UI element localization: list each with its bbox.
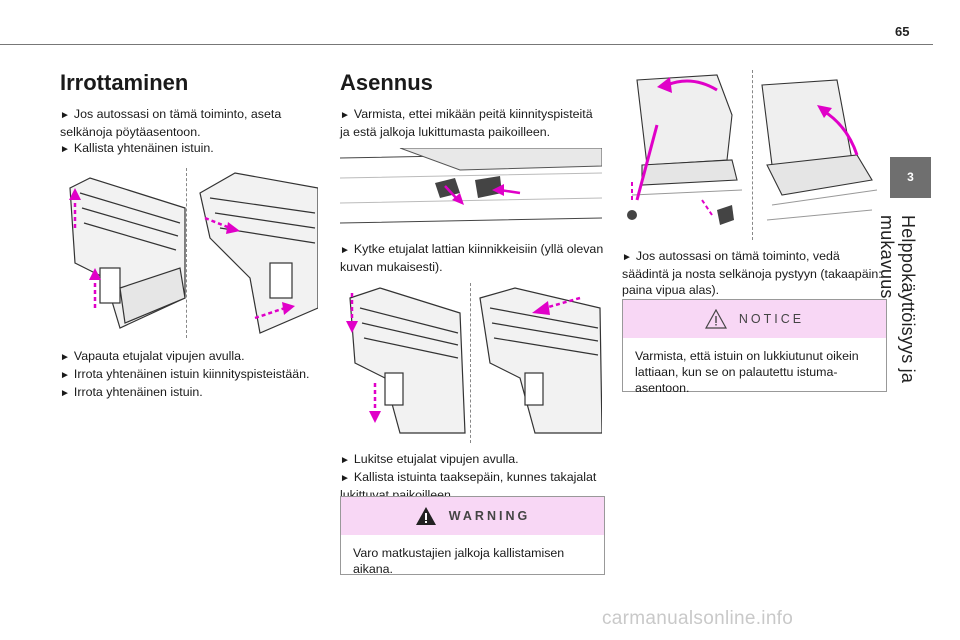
notice-header: NOTICE [623, 300, 886, 338]
step: ►Kallista yhtenäinen istuin. [60, 141, 214, 155]
step: ►Lukitse etujalat vipujen avulla. [340, 452, 519, 466]
page-number: 65 [895, 24, 910, 39]
step: ►Varmista, ettei mikään peitä kiinnitysp… [340, 107, 593, 139]
figure-floor-anchor [340, 148, 602, 233]
chapter-title: Helppokäyttöisyys ja mukavuus [877, 215, 918, 384]
column-installation: Asennus ►Varmista, ettei mikään peitä ki… [340, 70, 604, 503]
notice-text: Varmista, että istuin on lukkiutunut oik… [635, 349, 859, 395]
figure-divider [752, 70, 753, 240]
column-backrest: ►Jos autossasi on tämä toiminto, vedä sä… [622, 70, 886, 298]
warning-box: WARNING Varo matkustajien jalkoja kallis… [340, 496, 605, 576]
bullet-arrow-icon: ► [60, 352, 70, 363]
bullet-arrow-icon: ► [340, 110, 350, 121]
step: ►Irrota yhtenäinen istuin. [60, 385, 203, 399]
step: ►Kytke etujalat lattian kiinnikkeisiin (… [340, 242, 604, 274]
figure-backrest-raise [622, 70, 884, 240]
heading-removal: Irrottaminen [60, 70, 189, 95]
bullet-arrow-icon: ► [340, 245, 350, 256]
bullet-arrow-icon: ► [60, 370, 70, 381]
step: ►Irrota yhtenäinen istuin kiinnityspiste… [60, 367, 310, 381]
figure-divider [186, 168, 187, 338]
step: ►Vapauta etujalat vipujen avulla. [60, 349, 245, 363]
figure-seat-tilt [60, 168, 318, 338]
step: ►Jos autossasi on tämä toiminto, vedä sä… [622, 249, 882, 297]
bullet-arrow-icon: ► [622, 252, 632, 263]
notice-triangle-icon [704, 309, 727, 329]
figure-leg-lock [340, 283, 602, 443]
warning-label: WARNING [448, 509, 531, 523]
notice-box: NOTICE Varmista, että istuin on lukkiutu… [622, 299, 887, 395]
header-rule [0, 44, 933, 45]
figure-divider [470, 283, 471, 443]
warning-triangle-icon [415, 507, 436, 525]
bullet-arrow-icon: ► [340, 455, 350, 466]
notice-label: NOTICE [738, 312, 805, 326]
watermark: carmanualsonline.info [602, 608, 794, 629]
step: ►Jos autossasi on tämä toiminto, aseta s… [60, 107, 282, 139]
warning-text: Varo matkustajien jalkoja kallistamisen … [353, 546, 565, 576]
warning-header: WARNING [341, 497, 604, 535]
column-removal: Irrottaminen ►Jos autossasi on tämä toim… [60, 70, 318, 402]
bullet-arrow-icon: ► [60, 144, 70, 155]
bullet-arrow-icon: ► [60, 388, 70, 399]
bullet-arrow-icon: ► [60, 110, 70, 121]
chapter-tab[interactable]: 3 [890, 157, 931, 198]
bullet-arrow-icon: ► [340, 473, 350, 484]
heading-installation: Asennus [340, 70, 433, 95]
